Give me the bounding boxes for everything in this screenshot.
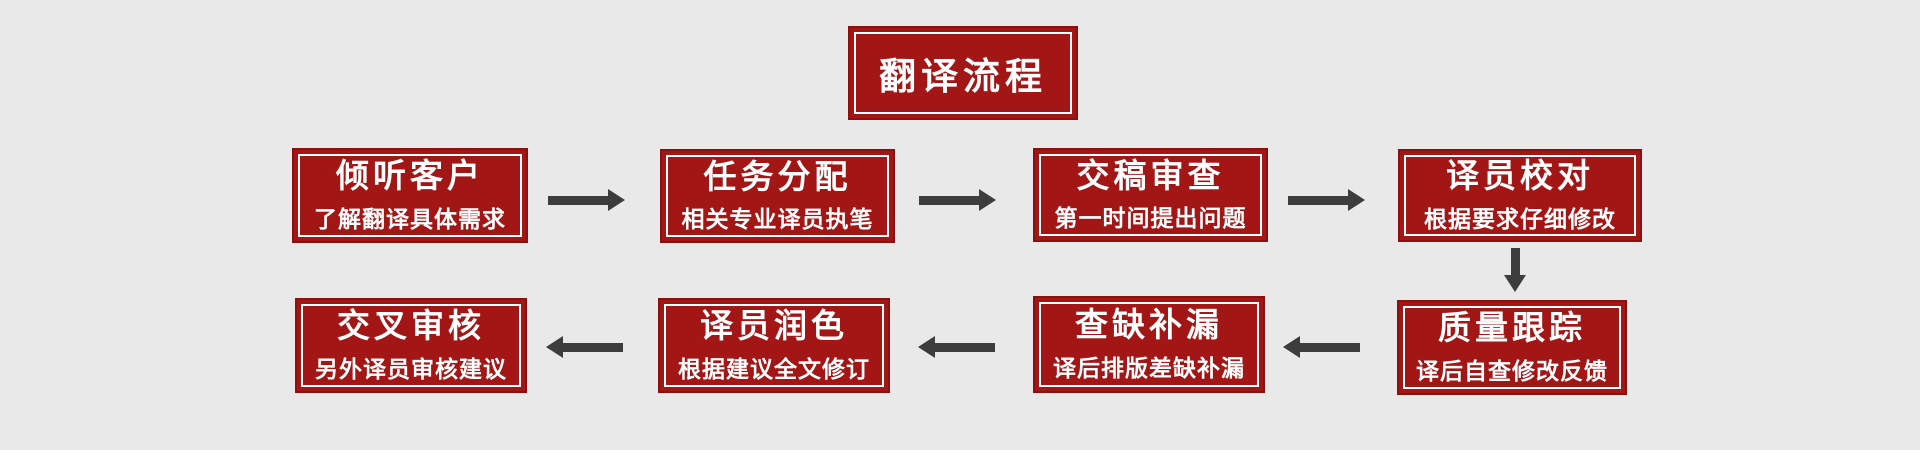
arrow-shaft (1300, 342, 1360, 352)
step-title: 交稿审查 (1076, 155, 1225, 195)
flowchart-title-box: 翻译流程 (848, 26, 1078, 120)
flow-step-assign: 任务分配 相关专业译员执笔 (660, 149, 895, 243)
arrow-head (608, 189, 625, 211)
arrow-left-icon (1283, 336, 1360, 358)
step-subtitle: 根据要求仔细修改 (1424, 206, 1616, 233)
step-title: 译员润色 (700, 306, 848, 346)
step-title: 查缺补漏 (1075, 305, 1223, 345)
arrow-head (546, 336, 563, 358)
arrow-right-icon (548, 189, 625, 211)
flow-step-cross: 交叉审核 另外译员审核建议 (295, 298, 527, 393)
arrow-shaft (919, 195, 979, 205)
step-subtitle: 另外译员审核建议 (315, 356, 507, 383)
flow-step-proofread: 译员校对 根据要求仔细修改 (1398, 149, 1642, 242)
flow-step-quality: 质量跟踪 译后自查修改反馈 (1397, 300, 1627, 395)
step-subtitle: 译后自查修改反馈 (1416, 358, 1608, 385)
flowchart-title: 翻译流程 (879, 55, 1047, 98)
arrow-head (1504, 275, 1526, 292)
step-title: 译员校对 (1446, 156, 1594, 196)
step-subtitle: 第一时间提出问题 (1054, 206, 1247, 233)
step-title: 交叉审核 (337, 306, 485, 346)
arrow-shaft (548, 195, 608, 205)
arrow-shaft (1288, 195, 1348, 205)
arrow-shaft (1510, 248, 1520, 275)
arrow-right-icon (1288, 189, 1365, 211)
arrow-shaft (935, 342, 995, 352)
flow-step-gap: 查缺补漏 译后排版差缺补漏 (1033, 296, 1265, 393)
arrow-right-icon (919, 189, 996, 211)
step-subtitle: 译后排版差缺补漏 (1053, 355, 1245, 382)
arrow-head (1348, 189, 1365, 211)
step-subtitle: 了解翻译具体需求 (314, 206, 506, 233)
arrow-head (918, 336, 935, 358)
step-title: 任务分配 (703, 156, 852, 196)
step-title: 倾听客户 (336, 156, 484, 196)
arrow-head (979, 189, 996, 211)
arrow-head (1283, 336, 1300, 358)
flow-step-review: 交稿审查 第一时间提出问题 (1033, 148, 1268, 242)
arrow-left-icon (546, 336, 623, 358)
arrow-left-icon (918, 336, 995, 358)
flow-step-listen: 倾听客户 了解翻译具体需求 (292, 148, 528, 243)
step-subtitle: 根据建议全文修订 (678, 356, 870, 383)
flow-step-polish: 译员润色 根据建议全文修订 (658, 298, 890, 393)
step-subtitle: 相关专业译员执笔 (681, 207, 874, 234)
step-title: 质量跟踪 (1438, 308, 1586, 348)
arrow-shaft (563, 342, 623, 352)
arrow-down-icon (1504, 248, 1526, 292)
